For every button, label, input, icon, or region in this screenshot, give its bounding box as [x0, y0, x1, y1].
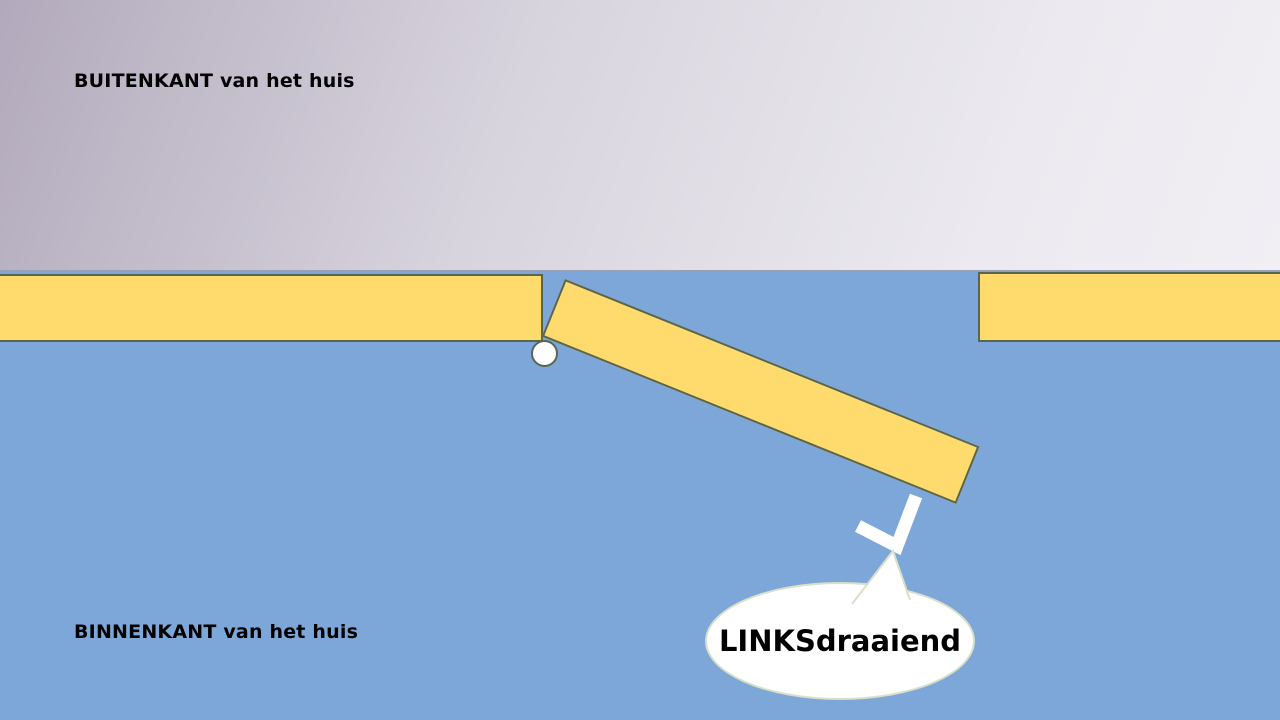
door-panel	[541, 279, 980, 504]
door-handle-icon	[855, 493, 923, 556]
wall-left	[0, 274, 543, 342]
speech-bubble-label: LINKSdraaiend	[718, 624, 962, 658]
inside-label: BINNENKANT van het huis	[74, 621, 358, 643]
inside-label-strong: BINNENKANT	[74, 621, 217, 643]
outside-region	[0, 0, 1280, 271]
hinge-pivot-icon	[531, 340, 558, 367]
outside-label-strong: BUITENKANT	[74, 70, 214, 92]
inside-label-rest: van het huis	[216, 621, 359, 643]
wall-right	[978, 272, 1280, 342]
outside-label: BUITENKANT van het huis	[74, 70, 355, 92]
outside-label-rest: van het huis	[213, 70, 355, 92]
speech-bubble: LINKSdraaiend	[705, 582, 975, 700]
